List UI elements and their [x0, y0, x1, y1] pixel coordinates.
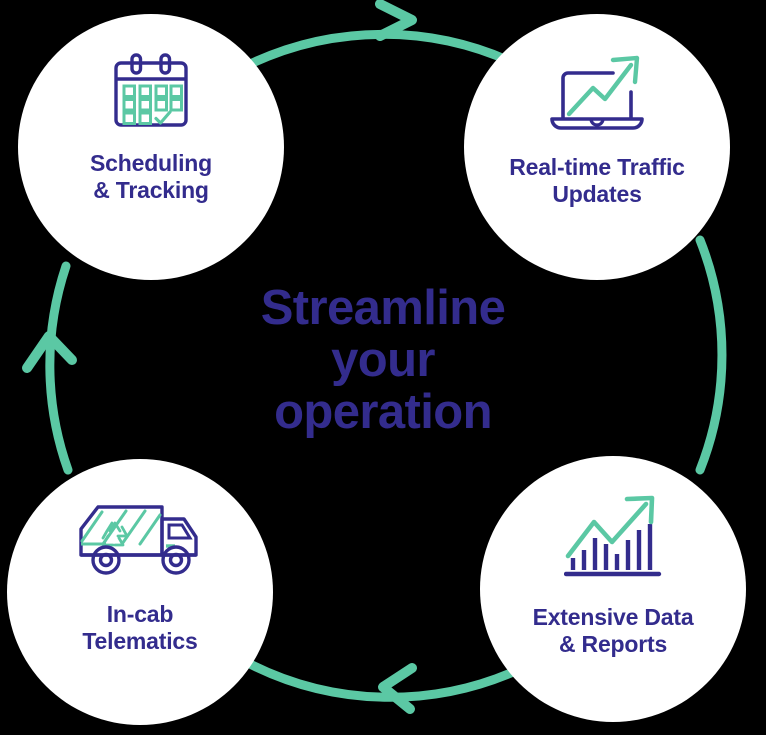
- node-real-time-traffic-updates[interactable]: Real-time Traffic Updates: [464, 14, 730, 280]
- node-scheduling-tracking[interactable]: Scheduling & Tracking: [18, 14, 284, 280]
- node-in-cab-telematics[interactable]: In-cab Telematics: [7, 459, 273, 725]
- node-label-line2: & Tracking: [93, 177, 209, 204]
- recycling-truck-icon: [76, 497, 204, 577]
- ring-arc-bottom: [245, 659, 525, 702]
- bar-chart-trending-up-icon: [564, 494, 662, 580]
- laptop-trending-up-icon: [545, 52, 649, 136]
- node-label-line1: Extensive Data: [532, 604, 694, 630]
- ring-arrow-top-right-icon: [375, 0, 417, 41]
- ring-arrow-left-up-icon: [22, 331, 77, 373]
- node-extensive-data-reports[interactable]: Extensive Data & Reports: [480, 456, 746, 722]
- headline-line2: your: [331, 332, 435, 387]
- node-label: In-cab Telematics: [76, 601, 203, 655]
- headline-line3: operation: [274, 384, 492, 439]
- ring-arrow-bottom-left-icon: [378, 663, 417, 714]
- node-label-line1: In-cab: [106, 601, 174, 627]
- node-label: Real-time Traffic Updates: [503, 154, 691, 208]
- node-label-line1: Scheduling: [90, 150, 212, 176]
- node-label-line2: & Reports: [558, 631, 668, 658]
- node-label-line2: Updates: [552, 181, 642, 208]
- node-label: Extensive Data & Reports: [527, 604, 700, 658]
- ring-arc-left: [45, 261, 73, 475]
- ring-arc-right: [695, 235, 727, 475]
- node-label-line1: Real-time Traffic: [509, 154, 685, 180]
- node-label-line2: Telematics: [82, 628, 198, 655]
- node-label: Scheduling & Tracking: [84, 150, 218, 204]
- page-title: Streamline your operation: [233, 281, 533, 439]
- calendar-check-icon: [108, 52, 194, 132]
- headline-line1: Streamline: [260, 281, 506, 335]
